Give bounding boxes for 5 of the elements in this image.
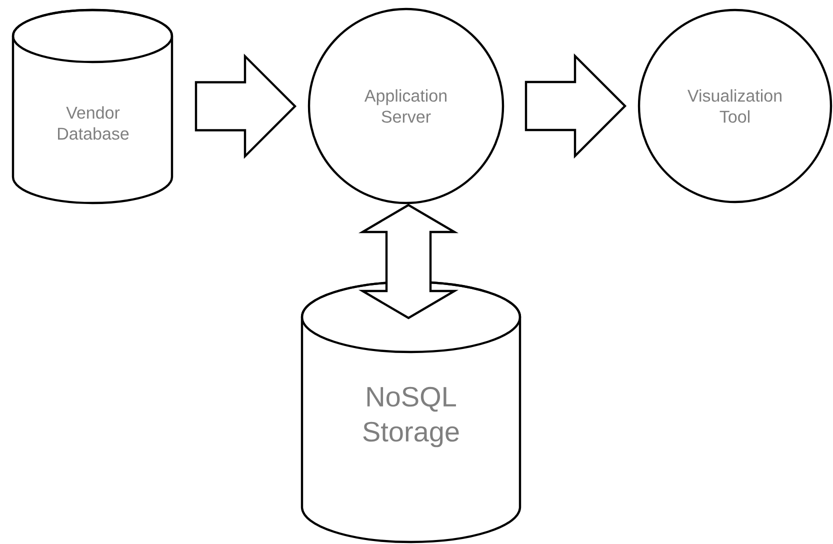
block-arrow — [524, 53, 627, 159]
database-cylinder: Vendor Database — [12, 8, 174, 204]
block-arrow — [358, 204, 459, 320]
database-cylinder: NoSQL Storage — [300, 280, 522, 544]
block-arrow — [194, 54, 297, 159]
